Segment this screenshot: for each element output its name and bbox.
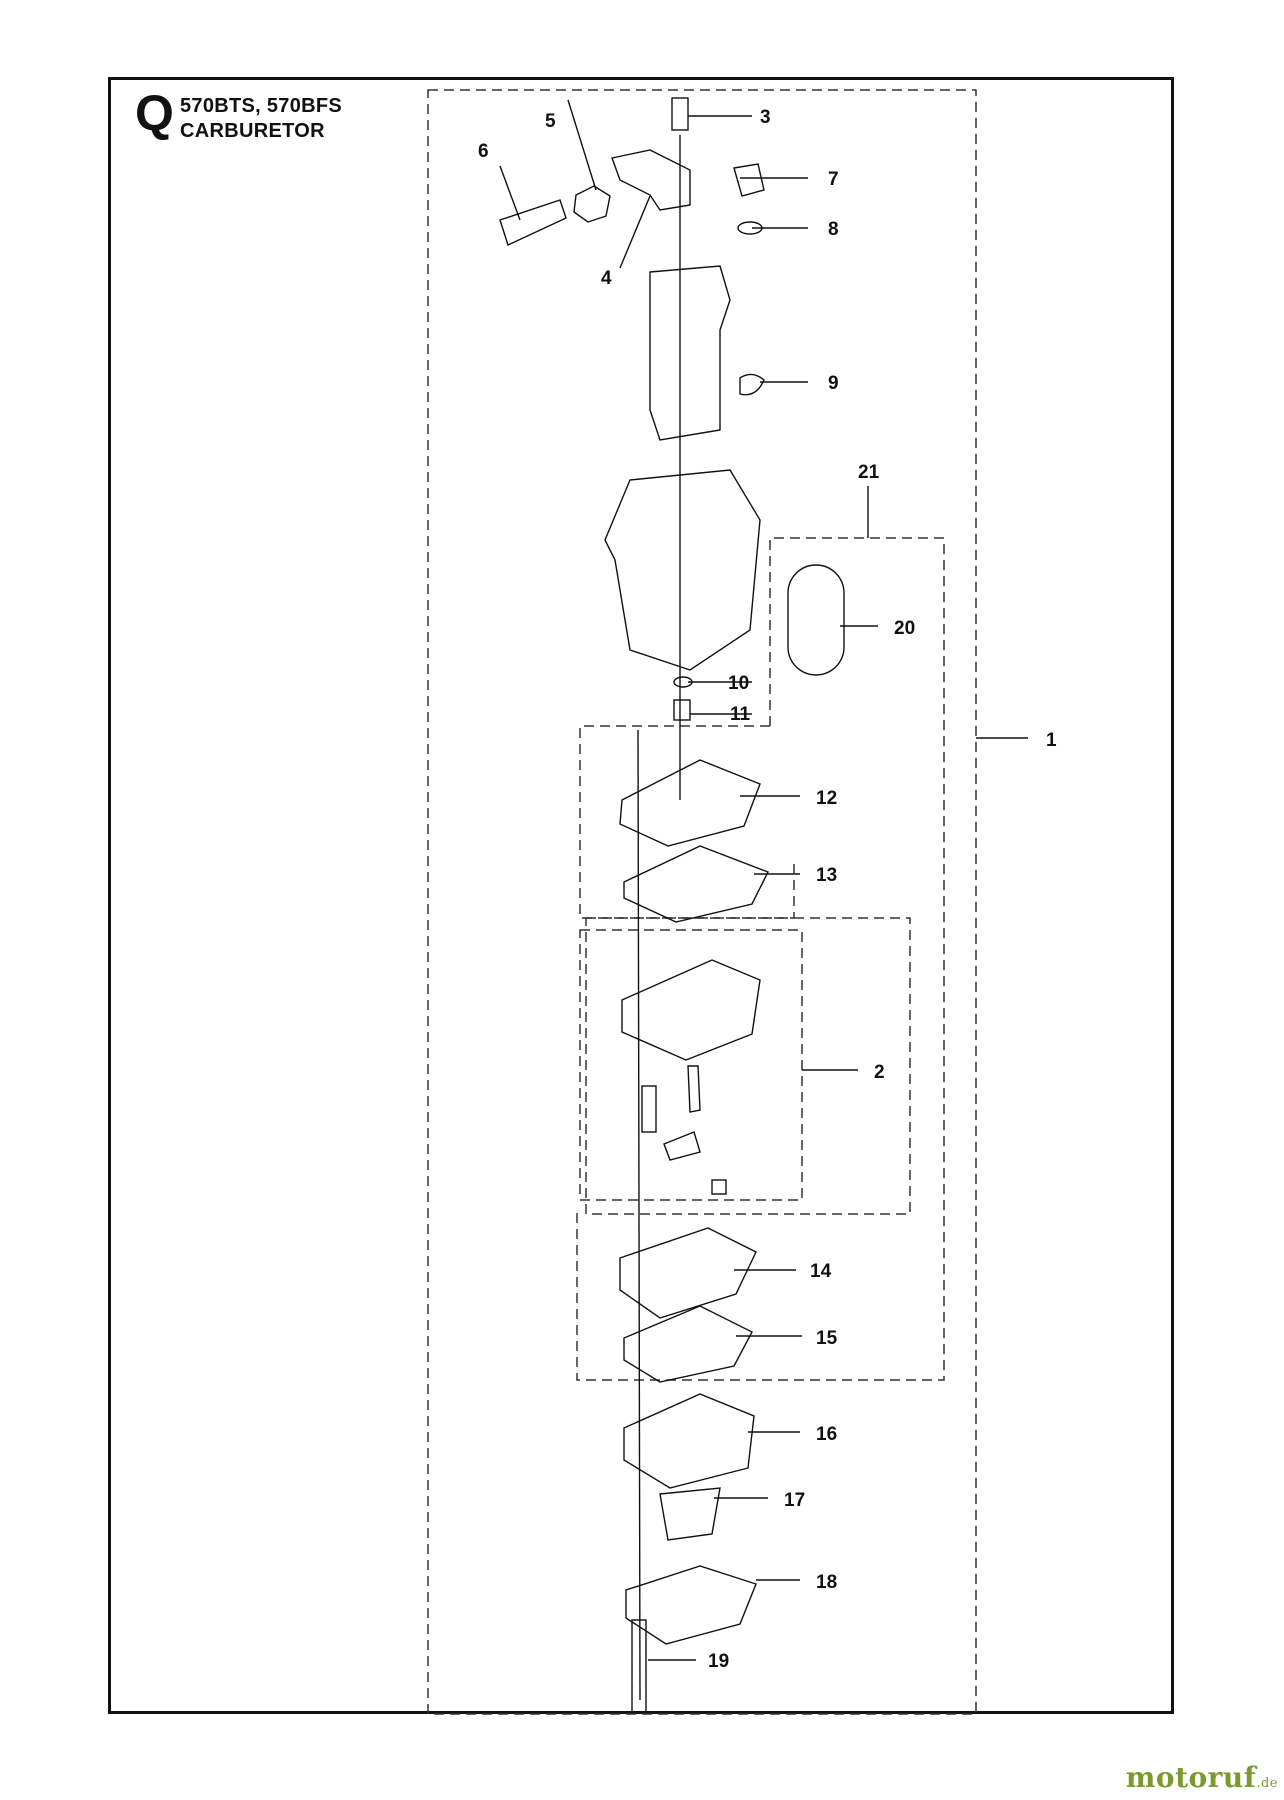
part-2-lever bbox=[663, 1131, 701, 1161]
watermark-brand: motoruf bbox=[1125, 1761, 1257, 1794]
callout-7: 7 bbox=[828, 169, 839, 190]
part-13-diaphragm bbox=[623, 845, 769, 923]
callout-8: 8 bbox=[828, 219, 839, 240]
part-15-diaphragm bbox=[623, 1305, 753, 1383]
part-2-metering-body bbox=[621, 959, 761, 1061]
callout-10: 10 bbox=[728, 673, 749, 694]
callout-12: 12 bbox=[816, 788, 837, 809]
part-2-screw bbox=[711, 1179, 727, 1195]
callout-3: 3 bbox=[760, 107, 771, 128]
part-20-gasket bbox=[787, 564, 845, 676]
kit-box-21-upper bbox=[579, 725, 795, 919]
callout-4: 4 bbox=[601, 268, 612, 289]
callout-13: 13 bbox=[816, 865, 837, 886]
part-7-plug bbox=[733, 163, 765, 197]
callout-17: 17 bbox=[784, 1490, 805, 1511]
watermark-tld: .de bbox=[1256, 1776, 1278, 1791]
part-9-clip bbox=[739, 373, 765, 396]
part-12-gasket bbox=[619, 759, 761, 847]
callout-16: 16 bbox=[816, 1424, 837, 1445]
carburetor-body bbox=[604, 469, 761, 671]
callout-1: 1 bbox=[1046, 730, 1057, 751]
callout-15: 15 bbox=[816, 1328, 838, 1349]
part-2-needle bbox=[687, 1065, 701, 1113]
part-2-spring bbox=[641, 1085, 657, 1133]
callout-11: 11 bbox=[730, 704, 751, 725]
diagram-title: CARBURETOR bbox=[180, 120, 325, 142]
callout-21: 21 bbox=[858, 462, 880, 483]
part-18-cover bbox=[625, 1565, 757, 1645]
watermark: motoruf.de bbox=[1126, 1761, 1278, 1794]
callout-2: 2 bbox=[874, 1062, 885, 1083]
model-numbers: 570BTS, 570BFS bbox=[180, 95, 343, 117]
section-letter: Q bbox=[135, 85, 174, 141]
part-14-gasket bbox=[619, 1227, 757, 1319]
part-19-long-screw bbox=[631, 1619, 647, 1713]
part-16-pump-cover bbox=[623, 1393, 755, 1489]
throttle-barrel bbox=[649, 265, 731, 441]
callout-6: 6 bbox=[478, 141, 489, 162]
part-4-bracket bbox=[611, 149, 691, 211]
part-5-nut bbox=[573, 185, 611, 223]
callout-19: 19 bbox=[708, 1651, 729, 1672]
part-17-cup bbox=[659, 1487, 721, 1541]
kit-box-2 bbox=[585, 917, 911, 1215]
kit-box-1 bbox=[427, 89, 977, 1715]
callout-18: 18 bbox=[816, 1572, 837, 1593]
callout-9: 9 bbox=[828, 373, 839, 394]
part-11-plug-screw bbox=[673, 699, 691, 721]
part-6-adjusting-screw bbox=[499, 199, 567, 246]
callout-20: 20 bbox=[894, 618, 915, 639]
callout-14: 14 bbox=[810, 1261, 832, 1282]
kit-box-2-inner bbox=[579, 929, 803, 1201]
callout-5: 5 bbox=[545, 111, 556, 132]
part-3-screw bbox=[671, 97, 689, 131]
